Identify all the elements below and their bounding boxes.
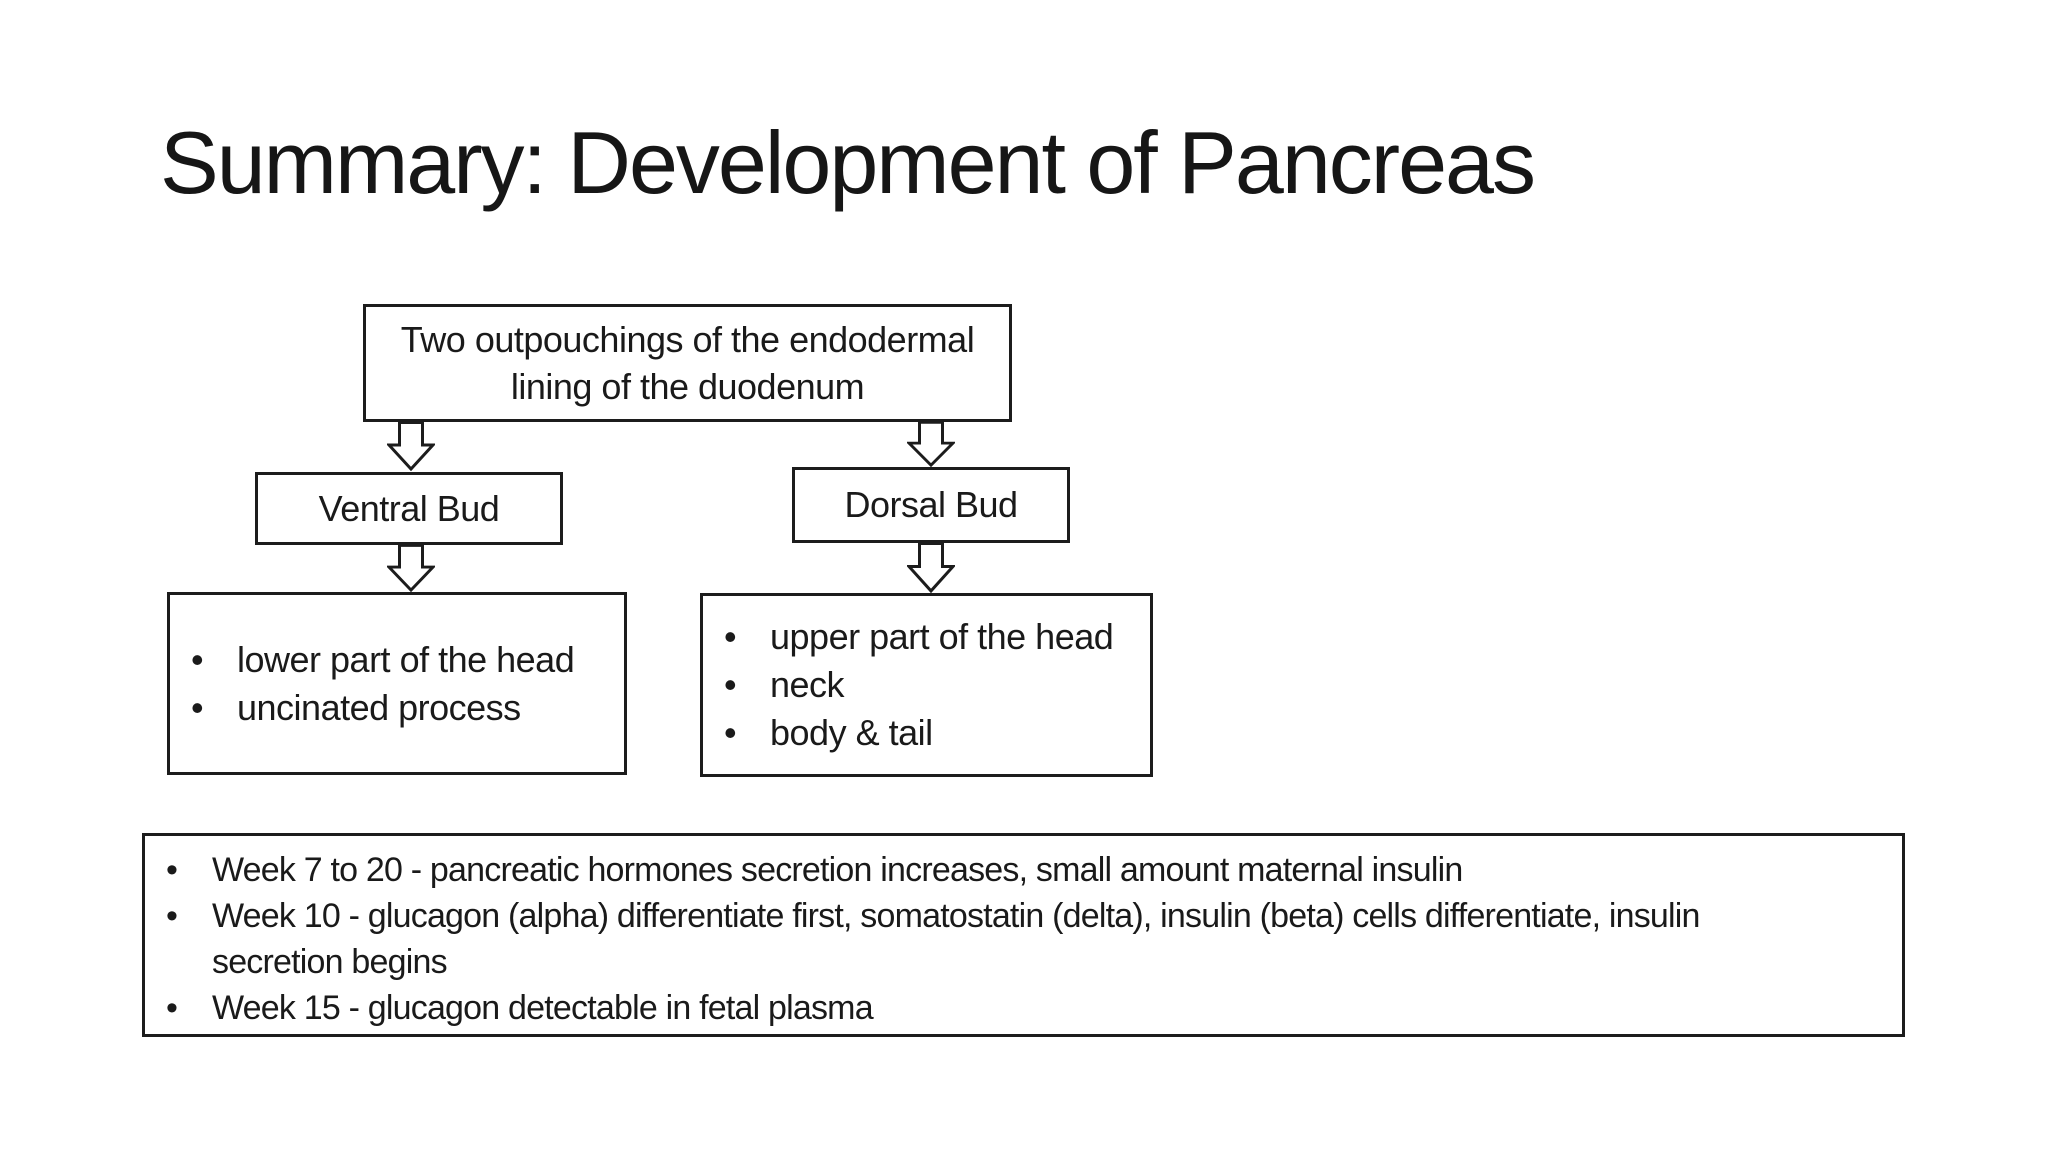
bullet-dot bbox=[191, 684, 237, 732]
dorsal-bud-label: Dorsal Bud bbox=[844, 484, 1018, 525]
list-item: uncinated process bbox=[191, 684, 574, 732]
flowchart-box-ventral-derivatives: lower part of the head uncinated process bbox=[167, 592, 627, 775]
list-item: lower part of the head bbox=[191, 636, 575, 684]
list-item: body & tail bbox=[724, 709, 1113, 757]
timeline-notes-box: Week 7 to 20 - pancreatic hormones secre… bbox=[142, 833, 1905, 1037]
note-line-continuation: secretion begins bbox=[212, 943, 448, 981]
down-arrow-icon bbox=[907, 542, 955, 593]
flowchart-box-dorsal-derivatives: upper part of the head neck body & tail bbox=[700, 593, 1153, 777]
list-item-text: neck bbox=[770, 664, 845, 705]
list-item: Week 15 - glucagon detectable in fetal p… bbox=[166, 985, 1902, 1031]
list-item: neck bbox=[724, 661, 1113, 709]
timeline-notes-list: Week 7 to 20 - pancreatic hormones secre… bbox=[145, 847, 1902, 1031]
note-line: Week 15 - glucagon detectable in fetal p… bbox=[212, 989, 874, 1027]
bullet-dot bbox=[191, 636, 237, 684]
root-box-text: Two outpouchings of the endodermal linin… bbox=[400, 316, 975, 410]
root-box-line-1: Two outpouchings of the endodermal bbox=[400, 319, 975, 360]
list-item-text: uncinated process bbox=[237, 686, 521, 728]
bullet-dot bbox=[166, 893, 212, 939]
flowchart-root-box: Two outpouchings of the endodermal linin… bbox=[363, 304, 1012, 422]
list-item-text: Week 10 - glucagon (alpha) differentiate… bbox=[212, 893, 1902, 985]
list-item-text: upper part of the head bbox=[770, 616, 1114, 657]
list-item: Week 10 - glucagon (alpha) differentiate… bbox=[166, 893, 1902, 985]
down-arrow-icon bbox=[387, 421, 435, 471]
bullet-dot bbox=[166, 847, 212, 893]
down-arrow-icon bbox=[387, 544, 435, 592]
list-item-text: Week 15 - glucagon detectable in fetal p… bbox=[212, 985, 1902, 1031]
bullet-dot bbox=[724, 613, 770, 661]
flowchart-box-dorsal-bud: Dorsal Bud bbox=[792, 467, 1070, 543]
note-line: Week 10 - glucagon (alpha) differentiate… bbox=[212, 897, 1700, 935]
down-arrow-icon bbox=[907, 421, 955, 467]
list-item-text: Week 7 to 20 - pancreatic hormones secre… bbox=[212, 847, 1902, 893]
slide-title: Summary: Development of Pancreas bbox=[160, 113, 1536, 212]
ventral-derivatives-list: lower part of the head uncinated process bbox=[170, 636, 575, 732]
root-box-line-2: lining of the duodenum bbox=[510, 366, 865, 407]
bullet-dot bbox=[166, 985, 212, 1031]
bullet-dot bbox=[724, 661, 770, 709]
bullet-dot bbox=[724, 709, 770, 757]
list-item-text: body & tail bbox=[770, 712, 933, 753]
list-item-text: lower part of the head bbox=[237, 638, 575, 680]
flowchart-box-ventral-bud: Ventral Bud bbox=[255, 472, 563, 545]
ventral-bud-label: Ventral Bud bbox=[318, 487, 500, 529]
list-item: upper part of the head bbox=[724, 613, 1114, 661]
dorsal-derivatives-list: upper part of the head neck body & tail bbox=[703, 613, 1114, 757]
note-line: Week 7 to 20 - pancreatic hormones secre… bbox=[212, 851, 1463, 889]
list-item: Week 7 to 20 - pancreatic hormones secre… bbox=[166, 847, 1902, 893]
